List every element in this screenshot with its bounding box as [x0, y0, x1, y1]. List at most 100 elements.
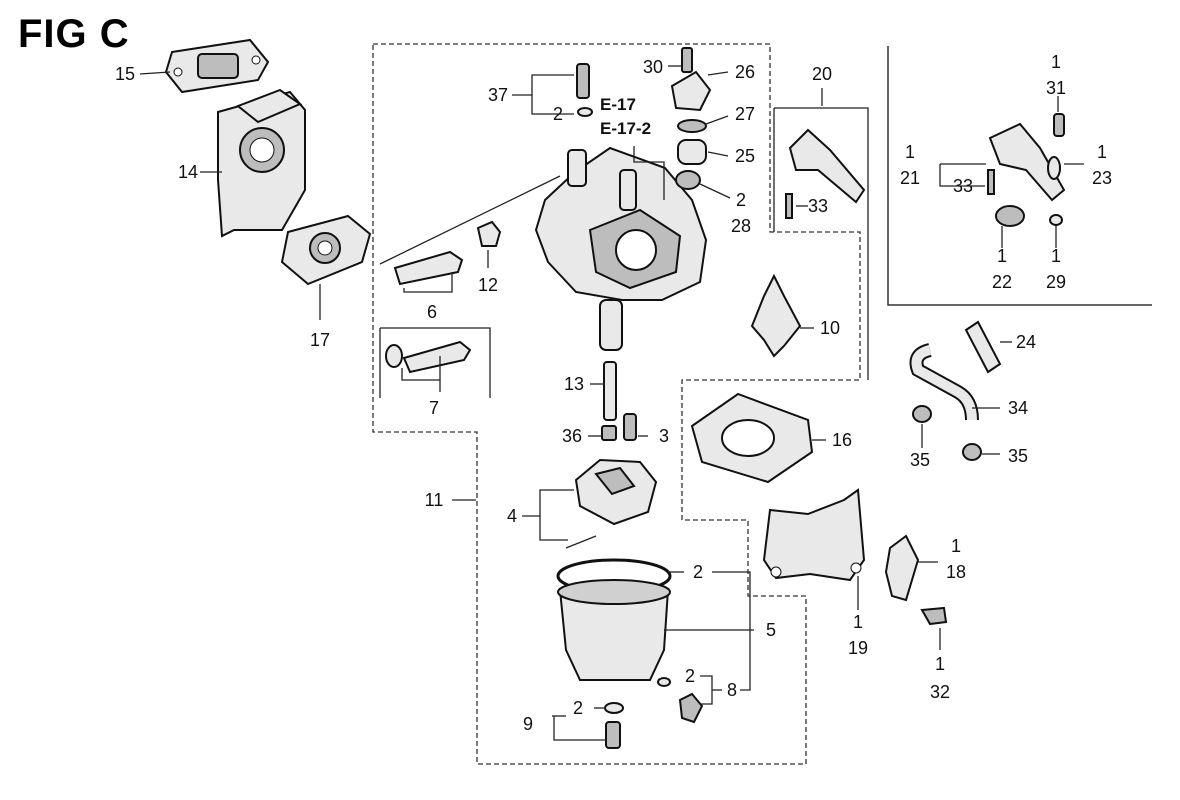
callout-9: 9 [522, 714, 534, 734]
auto-choke-parts [987, 113, 1066, 227]
leader-4 [522, 489, 574, 517]
callout-25: 25 [734, 146, 756, 166]
callout-36: 36 [561, 426, 583, 446]
callout-34: 34 [1007, 398, 1029, 418]
group-7-bracket [380, 327, 491, 398]
main-jet-36-part [601, 425, 617, 441]
bracket-19-part [762, 488, 866, 582]
leader-9 [552, 715, 606, 741]
leader-28 [699, 183, 731, 199]
callout-19: 19 [847, 638, 869, 658]
gasket-15-part [164, 38, 270, 94]
drain-screw-8-part [678, 692, 704, 724]
leader-15 [139, 71, 171, 75]
clip-18-part [884, 534, 920, 602]
callout-2-washer-8: 2 [684, 666, 696, 686]
callout-3: 3 [658, 426, 670, 446]
needle-3-part [623, 413, 637, 441]
carburetor-assembly-box [372, 43, 861, 765]
callout-30: 30 [642, 57, 664, 77]
callout-6: 6 [426, 302, 438, 322]
callout-11: 11 [424, 490, 444, 510]
reference-e17: E-17 [600, 95, 636, 114]
callout-22: 22 [991, 272, 1013, 292]
leader-7 [401, 356, 441, 381]
leader-21 [939, 164, 985, 187]
leader-25 [707, 151, 729, 157]
screw-37-part [576, 63, 593, 117]
group-20-bracket [774, 107, 869, 380]
callout-1-qty-23: 1 [1096, 142, 1108, 162]
callout-28: 28 [730, 216, 752, 236]
callout-1-qty-18: 1 [950, 536, 962, 556]
gasket-17-part [280, 214, 372, 286]
insulator-14-part [217, 88, 306, 238]
callout-10: 10 [819, 318, 841, 338]
auto-choke-box [887, 46, 1152, 306]
washer-8-part [657, 677, 671, 687]
plug-12-part [476, 220, 502, 247]
callout-8: 8 [726, 680, 738, 700]
callout-33-choke: 33 [952, 176, 974, 196]
callout-27: 27 [734, 104, 756, 124]
tube-24-part [964, 320, 1002, 374]
callout-1-qty-19: 1 [852, 612, 864, 632]
screw-7-part [385, 340, 472, 374]
leader-8-group [712, 571, 751, 691]
clip-35-left-part [912, 405, 932, 423]
tube-34-part [909, 343, 979, 421]
callout-17: 17 [309, 330, 331, 350]
leader-26 [707, 71, 729, 76]
callout-33-lever: 33 [807, 196, 829, 216]
callout-31: 31 [1045, 78, 1067, 98]
callout-2-qty-28: 2 [735, 190, 747, 210]
choke-lever-20-part [785, 128, 866, 219]
leader-6 [403, 272, 453, 293]
callout-29: 29 [1045, 272, 1067, 292]
main-nozzle-13-part [603, 361, 617, 421]
callout-5: 5 [765, 620, 777, 640]
callout-20: 20 [811, 64, 833, 84]
callout-35-left: 35 [909, 450, 931, 470]
callout-4: 4 [506, 506, 518, 526]
pilot-jet-stack-part [670, 47, 712, 190]
callout-15: 15 [114, 64, 136, 84]
callout-21: 21 [899, 168, 921, 188]
screw-32-part [920, 606, 948, 626]
leader-37 [512, 74, 574, 96]
washer-9-part [604, 702, 624, 714]
callout-1-qty-22: 1 [996, 246, 1008, 266]
screw-6-part [393, 250, 464, 286]
reference-e17-2: E-17-2 [600, 119, 652, 138]
callout-7: 7 [428, 398, 440, 418]
gasket-16-part [690, 392, 814, 484]
callout-2-washer-9: 2 [572, 698, 584, 718]
callout-13: 13 [563, 374, 585, 394]
figure-title: FIG C [18, 12, 130, 56]
bolt-9-part [605, 721, 621, 749]
callout-14: 14 [177, 162, 199, 182]
callout-32: 32 [929, 682, 951, 702]
leader-e17 [633, 146, 665, 200]
leader-27 [705, 115, 729, 125]
callout-1-qty-29: 1 [1050, 246, 1062, 266]
float-valve-10-part [750, 273, 802, 358]
callout-1-qty-32: 1 [934, 654, 946, 674]
clip-35-right-part [962, 443, 982, 461]
float-bowl-5-part [556, 558, 672, 681]
callout-2-washer: 2 [552, 104, 564, 124]
float-4-part [565, 458, 658, 549]
callout-24: 24 [1015, 332, 1037, 352]
leader-4b [539, 516, 568, 541]
callout-12: 12 [477, 275, 499, 295]
callout-37: 37 [487, 85, 509, 105]
callout-23: 23 [1091, 168, 1113, 188]
leader-8 [700, 675, 713, 705]
callout-18: 18 [945, 562, 967, 582]
callout-1-qty-21: 1 [904, 142, 916, 162]
callout-2-ring: 2 [692, 562, 704, 582]
callout-1-qty-31: 1 [1050, 52, 1062, 72]
callout-26: 26 [734, 62, 756, 82]
callout-35-right: 35 [1007, 446, 1029, 466]
